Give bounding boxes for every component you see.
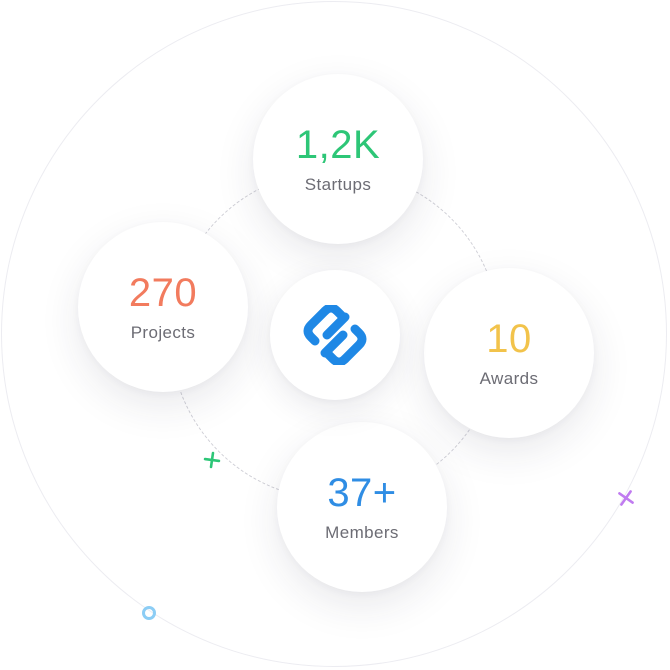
stat-value-members: 37+ [327, 471, 397, 515]
stat-label-projects: Projects [130, 323, 196, 342]
stat-value-startups: 1,2K [295, 123, 381, 167]
circle-blue-icon [142, 606, 156, 620]
stat-value-projects: 270 [128, 271, 198, 315]
stat-label-startups: Startups [304, 175, 372, 194]
stat-label-awards: Awards [479, 369, 539, 388]
stat-bubble-awards: 10 Awards [424, 268, 594, 438]
center-logo-badge [270, 270, 400, 400]
plus-green-icon [203, 451, 221, 469]
stat-bubble-projects: 270 Projects [78, 222, 248, 392]
stat-bubble-members: 37+ Members [277, 422, 447, 592]
stat-value-awards: 10 [486, 317, 532, 361]
stat-bubble-startups: 1,2K Startups [253, 74, 423, 244]
link-logo-icon [303, 305, 367, 365]
plus-purple-icon [618, 490, 634, 506]
stat-label-members: Members [325, 523, 399, 542]
